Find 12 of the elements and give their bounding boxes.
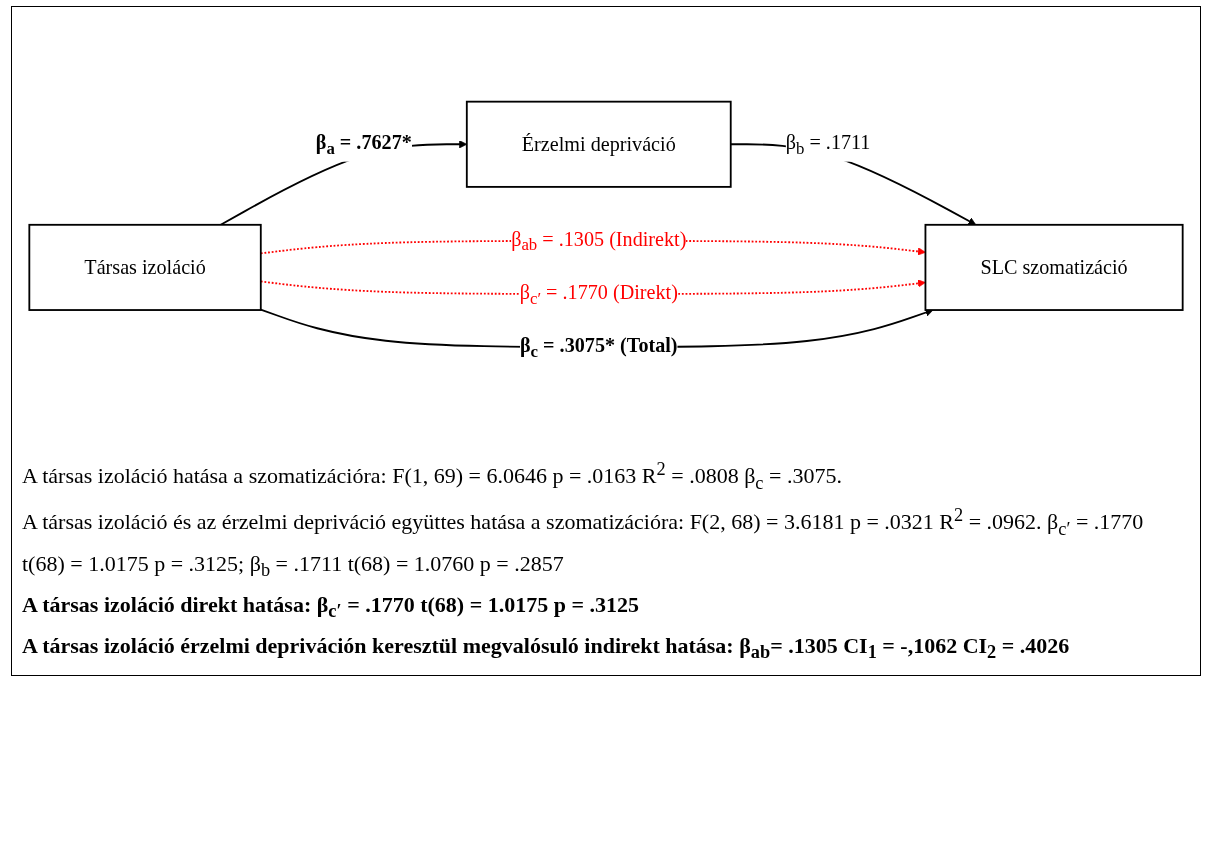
edge-label: β$_{ab}$ = .1305 (Indirekt)	[511, 227, 687, 255]
statistics-note: A társas izoláció direkt hatása: β$_{c′}$ = .1770 t(68) = 1.0175 p = .3125	[22, 591, 640, 624]
edge-label: β$_{a}$ = .7627*	[315, 130, 412, 158]
node-box: Érzelmi depriváció	[465, 100, 732, 188]
node-box: Társas izoláció	[28, 223, 262, 311]
statistics-note: A társas izoláció hatása a szomatizációra: F(1, 69) = 6.0646 p = .0163 R$^{2}$ = .0808 β$_{c}$ = .3075.	[22, 458, 843, 495]
node-box: SLC szomatizáció	[924, 223, 1184, 311]
edge-label: β$_{b}$ = .1711	[785, 130, 871, 158]
edge-label: β$_{c′}$ = .1770 (Direkt)	[519, 280, 678, 308]
edge-label: β$_{c}$ = .3075* (Total)	[519, 333, 678, 361]
statistics-note: A társas izoláció érzelmi depriváción keresztül megvalósuló indirekt hatása: β$_{ab}$= .1305 CI$_{1}$ = -,1062 CI$_{2}$ = .4026	[22, 632, 1071, 665]
statistics-note: A társas izoláció és az érzelmi depriváció együttes hatása a szomatizációra: F(2, 68) = 3.6181 p = .0321 R$^{2}$ = .0962. β$_{c′}$ = .1770 t(68) = 1.0175 p = .3125; β$_{b}$ = .1711 t(68) = 1.0760 p = .2857	[22, 503, 1145, 582]
